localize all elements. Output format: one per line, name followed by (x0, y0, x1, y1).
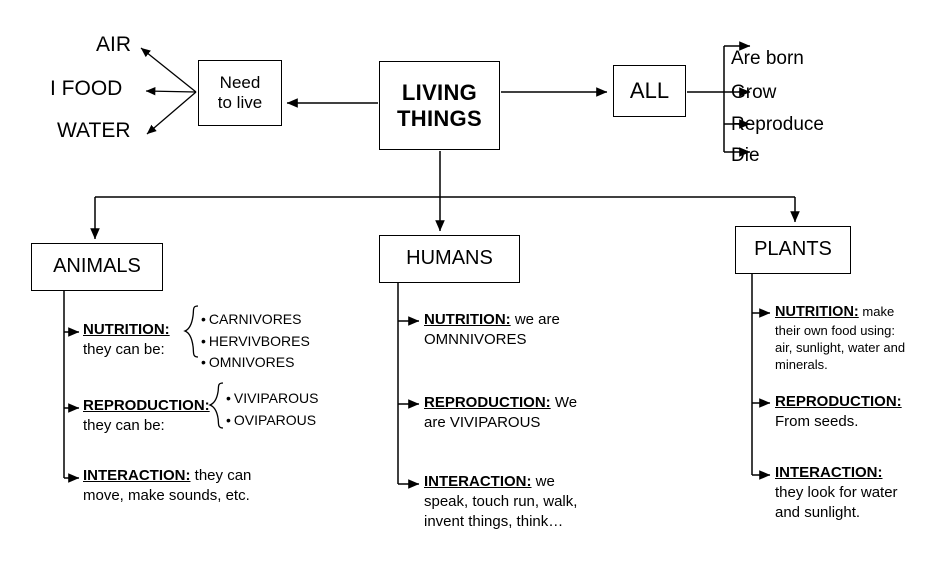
node-need-to-live[interactable]: Need to live (198, 60, 282, 126)
node-living-things-line1: LIVING (401, 79, 478, 105)
label-trait-die: Die (731, 145, 760, 166)
detail-body: We are VIVIPAROUS (424, 394, 578, 431)
detail-body: we speak, touch run, walk, invent things… (424, 473, 578, 530)
list-item: VIVIPAROUS (226, 388, 319, 410)
label-trait-grow: Grow (731, 82, 777, 103)
node-all[interactable]: ALL (613, 65, 686, 117)
list-animals-reproduction: VIVIPAROUS OVIPAROUS (226, 388, 319, 432)
detail-body: From seeds. (775, 412, 859, 430)
detail-body: make their own food using: air, sunlight… (775, 304, 906, 373)
node-need-to-live-line1: Need (219, 72, 261, 92)
node-living-things-line2: THINGS (397, 105, 482, 131)
node-plants[interactable]: PLANTS (735, 226, 851, 274)
detail-heading: REPRODUCTION: (83, 397, 210, 414)
node-humans[interactable]: HUMANS (379, 235, 520, 283)
node-living-things[interactable]: LIVING THINGS (379, 61, 500, 150)
node-animals-label: ANIMALS (53, 255, 141, 278)
detail-humans-reproduction: REPRODUCTION: We are VIVIPAROUS (424, 393, 594, 433)
list-item: HERVIVBORES (201, 331, 310, 353)
list-item: OMNIVORES (201, 352, 310, 374)
node-plants-label: PLANTS (754, 238, 832, 261)
detail-plants-nutrition: NUTRITION: make their own food using: ai… (775, 303, 915, 374)
detail-animals-reproduction: REPRODUCTION: they can be: (83, 396, 223, 436)
animals-connectors (63, 291, 80, 483)
label-need-water: WATER (57, 119, 131, 142)
detail-heading: REPRODUCTION: (775, 393, 902, 410)
detail-animals-nutrition: NUTRITION: they can be: (83, 320, 203, 360)
detail-body: they can move, make sounds, etc. (83, 467, 252, 504)
detail-heading: NUTRITION: (424, 311, 511, 328)
detail-heading: NUTRITION: (83, 321, 170, 338)
detail-heading: NUTRITION: (775, 304, 859, 320)
humans-connectors (397, 283, 420, 489)
node-all-label: ALL (629, 78, 670, 104)
detail-plants-reproduction: REPRODUCTION: From seeds. (775, 392, 925, 432)
label-trait-are-born: Are born (731, 48, 804, 69)
list-animals-nutrition: CARNIVORES HERVIVBORES OMNIVORES (201, 309, 310, 374)
detail-body: we are OMNNIVORES (424, 311, 560, 348)
detail-heading: REPRODUCTION: (424, 394, 551, 411)
label-trait-reproduce: Reproduce (731, 114, 824, 135)
node-need-to-live-line2: to live (217, 93, 263, 112)
node-humans-label: HUMANS (406, 247, 493, 270)
label-need-air: AIR (96, 33, 132, 56)
needs-arrows (140, 47, 197, 135)
detail-heading: INTERACTION: (83, 467, 191, 484)
detail-humans-interaction: INTERACTION: we speak, touch run, walk, … (424, 472, 599, 531)
detail-body: they can be: (83, 416, 165, 434)
detail-body: they look for water and sunlight. (775, 483, 898, 521)
detail-humans-nutrition: NUTRITION: we are OMNNIVORES (424, 310, 594, 350)
detail-heading: INTERACTION: (424, 473, 532, 490)
category-bus (90, 151, 800, 240)
node-animals[interactable]: ANIMALS (31, 243, 163, 291)
detail-heading: INTERACTION: (775, 464, 883, 481)
detail-plants-interaction: INTERACTION: they look for water and sun… (775, 463, 915, 522)
list-item: OVIPAROUS (226, 410, 318, 432)
plants-connectors (751, 274, 771, 480)
detail-body: they can be: (83, 340, 165, 358)
detail-animals-interaction: INTERACTION: they can move, make sounds,… (83, 466, 273, 506)
label-need-food: I FOOD (50, 77, 123, 100)
list-item: CARNIVORES (201, 309, 310, 331)
